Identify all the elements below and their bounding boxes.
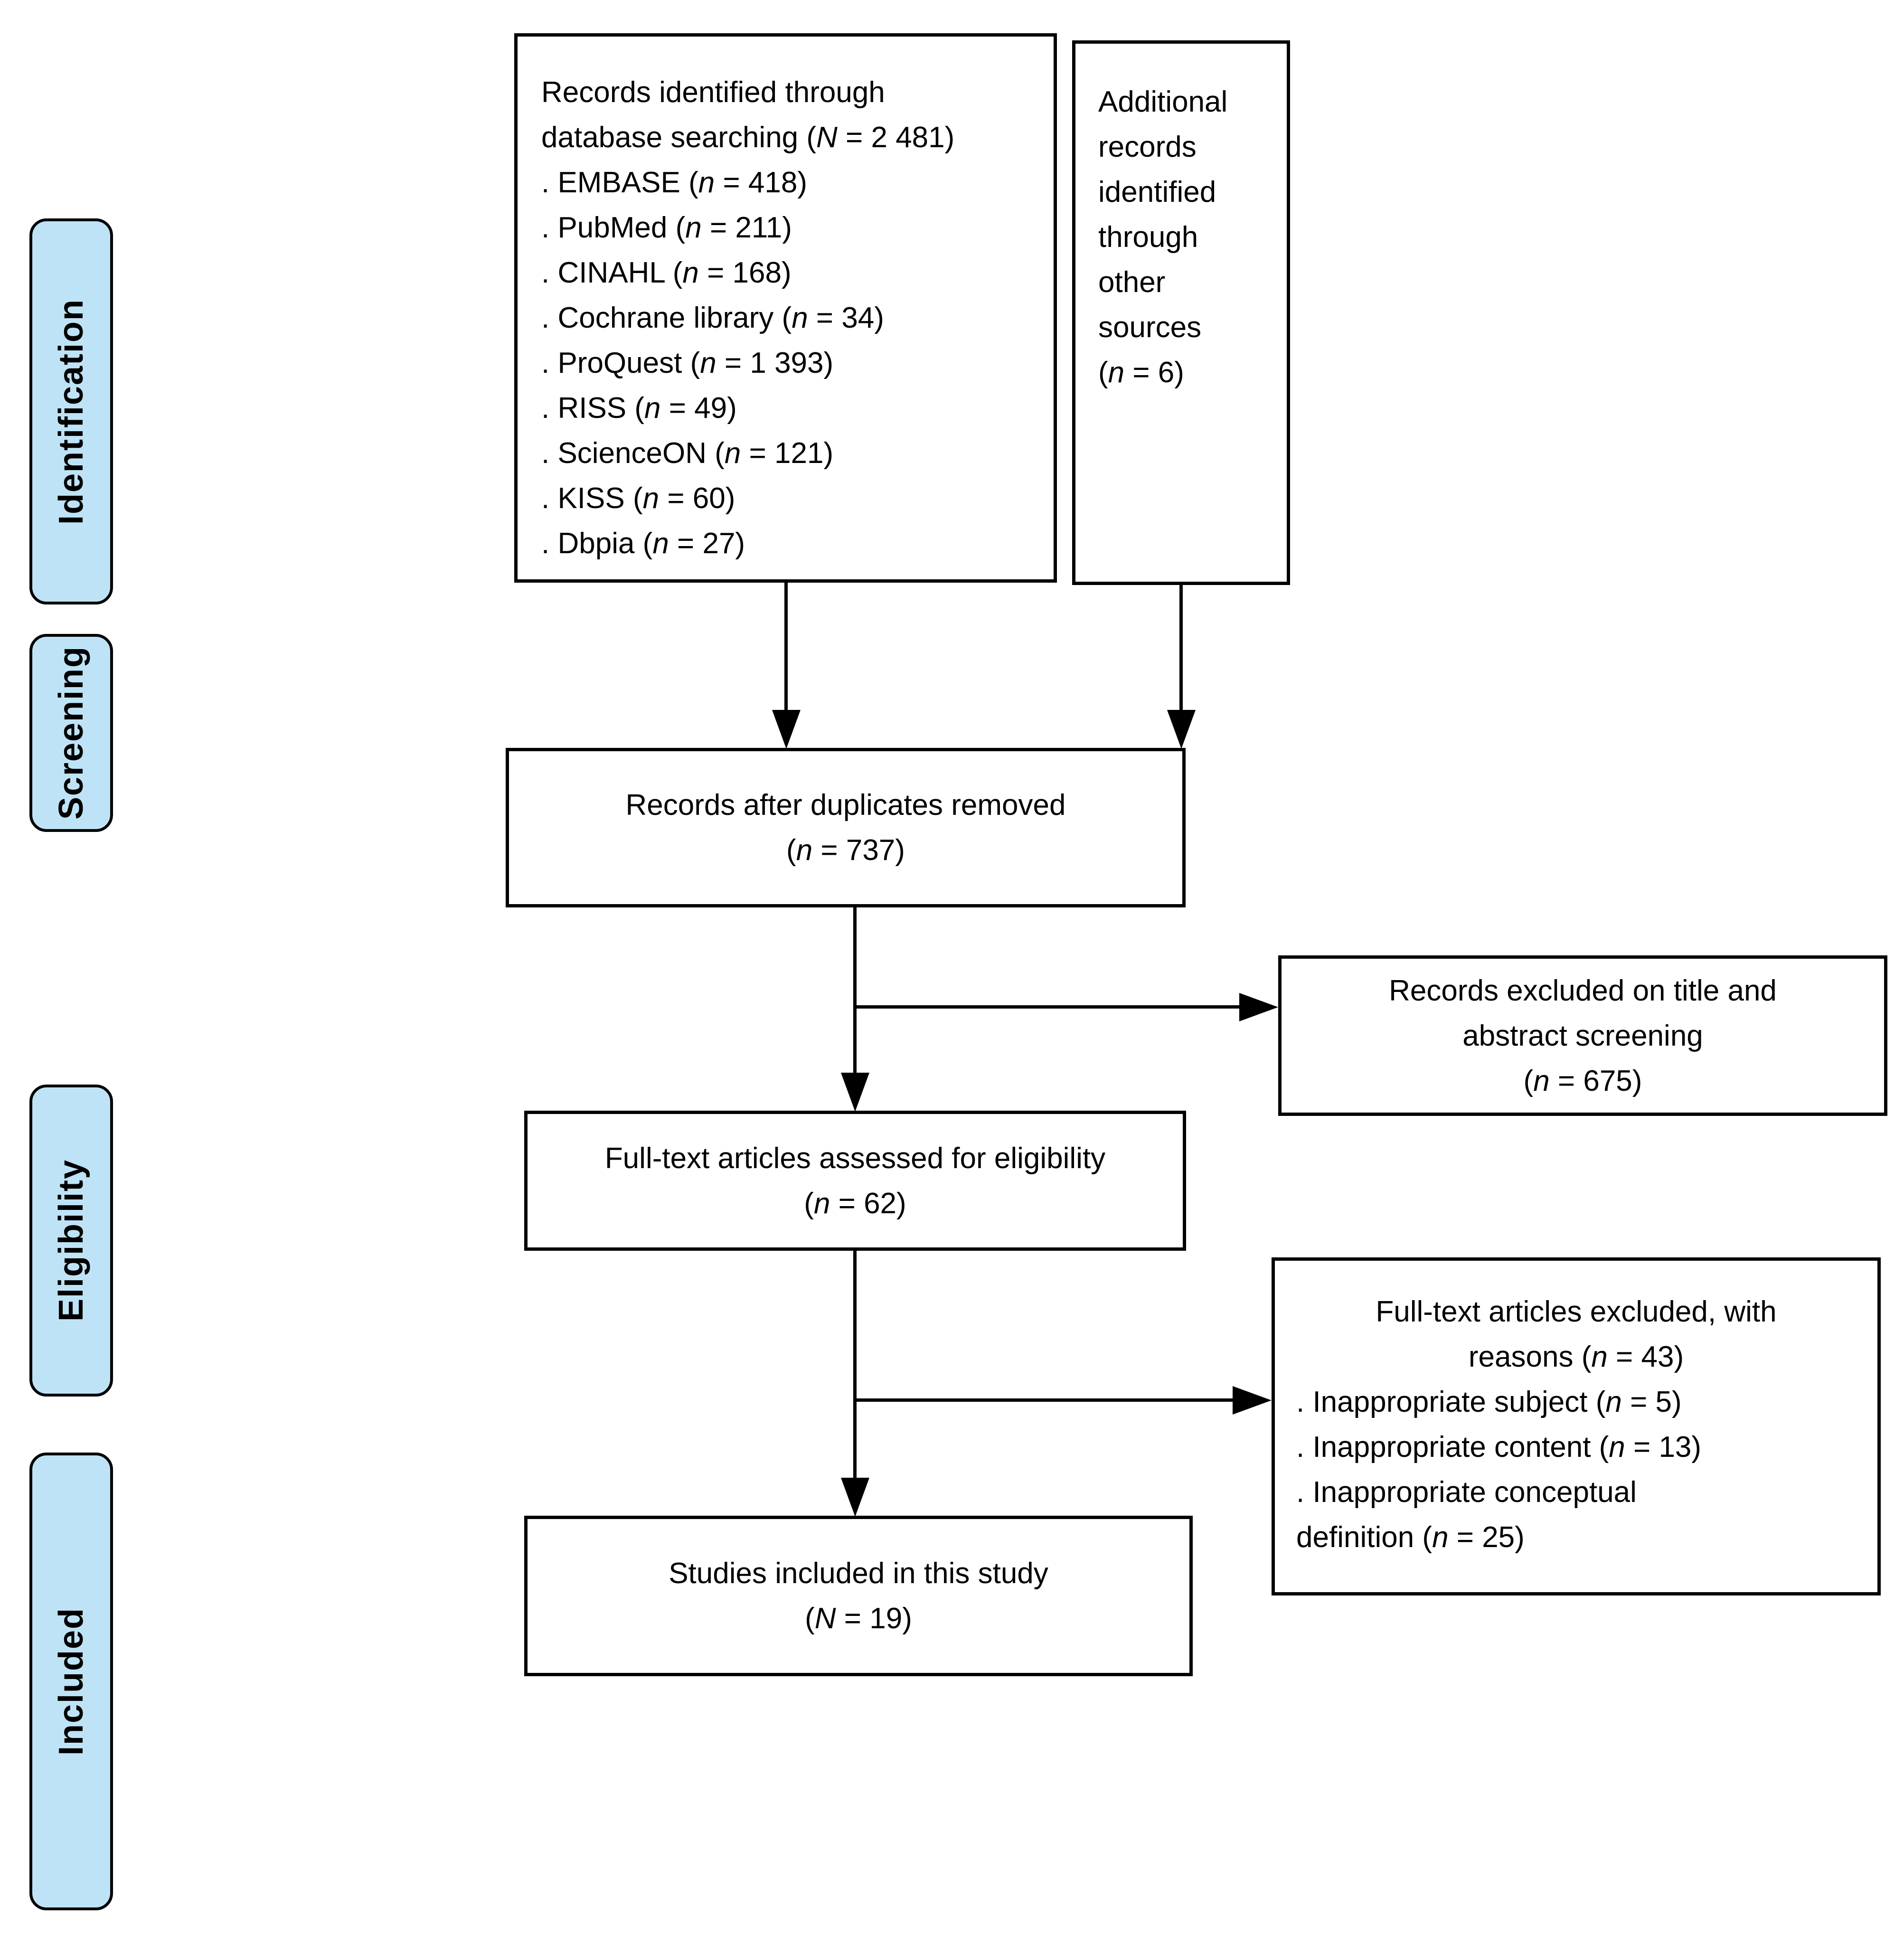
arrow-additional-to-duplicates-head bbox=[1167, 710, 1196, 749]
box-line: other bbox=[1098, 266, 1166, 299]
arrow-branch-to-excluded-screening-head bbox=[1239, 993, 1278, 1021]
box-line: Full-text articles assessed for eligibil… bbox=[604, 1142, 1106, 1175]
box-records-excluded-screening: Records excluded on title and abstract s… bbox=[1278, 955, 1887, 1116]
box-line: . ProQuest (n = 1 393) bbox=[541, 347, 834, 379]
box-line: . KISS (n = 60) bbox=[541, 482, 735, 515]
arrow-duplicates-to-fulltext-line bbox=[853, 907, 857, 1073]
box-line: (n = 6) bbox=[1098, 356, 1184, 389]
stage-label-identification: Identification bbox=[29, 218, 113, 604]
box-line: (N = 19) bbox=[805, 1602, 912, 1635]
box-line: . Dbpia (n = 27) bbox=[541, 527, 745, 560]
box-line: . Inappropriate conceptual bbox=[1296, 1476, 1637, 1509]
arrow-fulltext-to-included-head bbox=[841, 1478, 869, 1517]
arrow-additional-to-duplicates-line bbox=[1179, 585, 1183, 710]
box-line: . Inappropriate subject (n = 5) bbox=[1296, 1386, 1682, 1418]
stage-label-identification-text: Identification bbox=[52, 298, 90, 525]
box-line: . RISS (n = 49) bbox=[541, 392, 737, 425]
box-fulltext-excluded: Full-text articles excluded, with reason… bbox=[1272, 1257, 1881, 1595]
box-line: through bbox=[1098, 221, 1198, 254]
stage-label-eligibility: Eligibility bbox=[29, 1085, 113, 1397]
stage-label-eligibility-text: Eligibility bbox=[52, 1159, 90, 1322]
arrow-duplicates-to-fulltext-head bbox=[841, 1073, 869, 1112]
box-studies-included: Studies included in this study (N = 19) bbox=[524, 1516, 1193, 1676]
arrow-identified-to-duplicates-line bbox=[784, 583, 788, 710]
box-line: . Cochrane library (n = 34) bbox=[541, 302, 884, 334]
box-records-identified: Records identified through database sear… bbox=[514, 33, 1057, 583]
box-line: (n = 737) bbox=[786, 834, 905, 867]
box-line: . Inappropriate content (n = 13) bbox=[1296, 1431, 1702, 1463]
arrow-identified-to-duplicates-head bbox=[772, 710, 801, 749]
arrow-fulltext-to-included-line bbox=[853, 1251, 857, 1478]
box-line: identified bbox=[1098, 176, 1216, 208]
box-line: . ScienceON (n = 121) bbox=[541, 437, 834, 470]
box-duplicates-removed: Records after duplicates removed (n = 73… bbox=[506, 748, 1186, 907]
box-line: definition (n = 25) bbox=[1296, 1521, 1525, 1554]
stage-label-included-text: Included bbox=[52, 1607, 90, 1756]
box-line: Records identified through bbox=[541, 76, 885, 109]
box-line: (n = 675) bbox=[1523, 1064, 1642, 1097]
box-line: records bbox=[1098, 131, 1197, 163]
box-line: . PubMed (n = 211) bbox=[541, 211, 792, 244]
box-fulltext-assessed: Full-text articles assessed for eligibil… bbox=[524, 1111, 1186, 1251]
box-line: Additional bbox=[1098, 85, 1228, 118]
box-line: Records after duplicates removed bbox=[625, 789, 1066, 821]
arrow-branch-to-excluded-screening-line bbox=[853, 1005, 1240, 1009]
arrow-branch-to-fulltext-excluded-line bbox=[853, 1398, 1234, 1402]
box-line: Studies included in this study bbox=[669, 1557, 1048, 1590]
box-line: reasons (n = 43) bbox=[1468, 1340, 1684, 1373]
box-line: abstract screening bbox=[1462, 1019, 1703, 1052]
box-line: . CINAHL (n = 168) bbox=[541, 256, 792, 289]
box-line: . EMBASE (n = 418) bbox=[541, 166, 807, 199]
box-line: Full-text articles excluded, with bbox=[1376, 1295, 1777, 1328]
stage-label-screening-text: Screening bbox=[52, 646, 90, 820]
box-line: sources bbox=[1098, 311, 1202, 344]
box-line: (n = 62) bbox=[804, 1187, 906, 1220]
stage-label-screening: Screening bbox=[29, 634, 113, 832]
stage-label-included: Included bbox=[29, 1453, 113, 1910]
box-additional-records: Additional records identified through ot… bbox=[1072, 40, 1290, 585]
box-line: database searching (N = 2 481) bbox=[541, 121, 955, 154]
arrow-branch-to-fulltext-excluded-head bbox=[1233, 1386, 1272, 1415]
box-line: Records excluded on title and bbox=[1389, 974, 1777, 1007]
